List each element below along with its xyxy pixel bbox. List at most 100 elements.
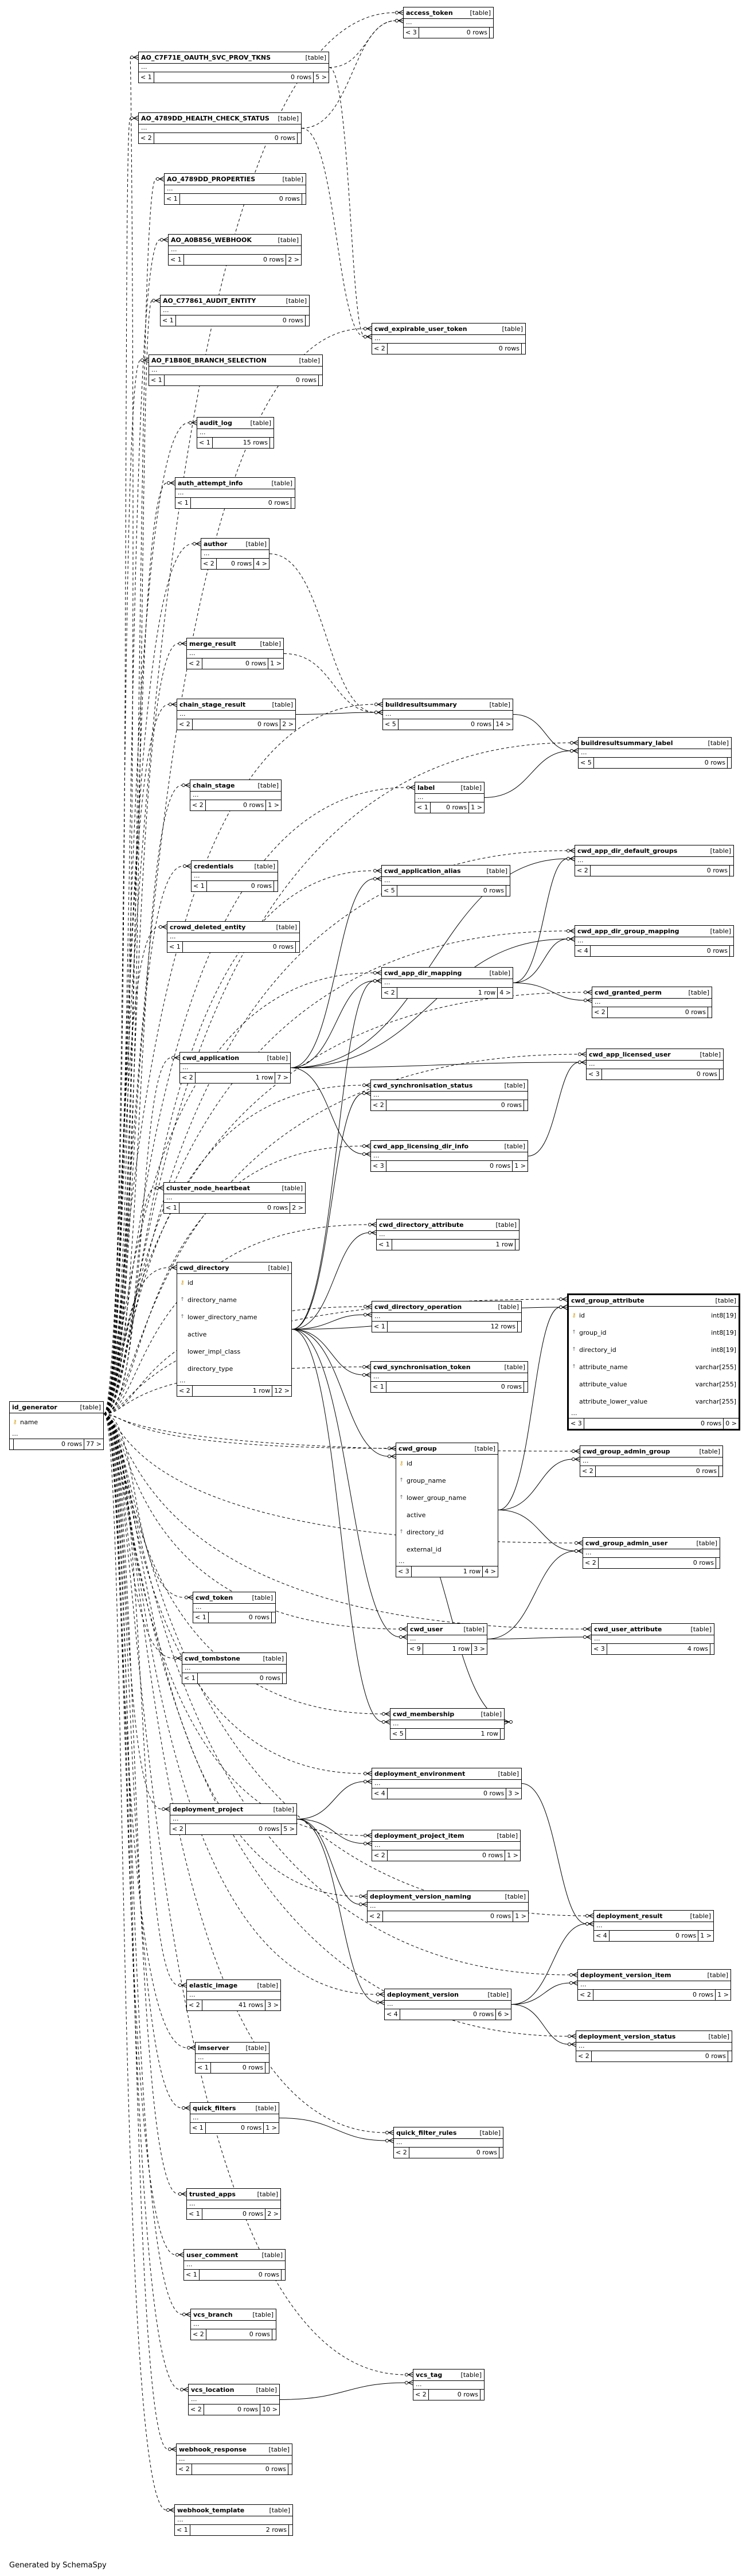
parent-count[interactable]: < 3	[404, 28, 419, 38]
parent-count[interactable]: < 2	[372, 1850, 388, 1861]
parent-count[interactable]: < 2	[187, 658, 202, 669]
child-count[interactable]: 0 >	[725, 1420, 737, 1427]
table-name[interactable]: imserver	[198, 2044, 229, 2052]
parent-count[interactable]: < 2	[170, 1824, 186, 1834]
parent-count[interactable]: < 1	[192, 881, 207, 891]
table-name[interactable]: id_generator	[12, 1404, 57, 1411]
table-cwd-group[interactable]: cwd_group[table]⚷id↑group_name↑lower_gro…	[396, 1443, 498, 1577]
table-name[interactable]: cwd_app_licensed_user	[589, 1051, 671, 1058]
table-name[interactable]: cwd_app_dir_default_groups	[577, 847, 678, 855]
table-name[interactable]: quick_filters	[193, 2105, 236, 2112]
table-name[interactable]: label	[417, 784, 435, 792]
child-count[interactable]	[515, 1240, 519, 1250]
column-row[interactable]: ·active	[399, 1506, 495, 1523]
parent-count[interactable]: < 2	[394, 2148, 409, 2158]
table-name[interactable]: cwd_user	[410, 1626, 443, 1633]
column-row[interactable]: ·directory_type	[179, 1360, 289, 1377]
child-count[interactable]: 1 >	[265, 2124, 277, 2131]
table-name[interactable]: deployment_version_item	[580, 1971, 671, 1979]
column-row[interactable]: ⚷id	[179, 1274, 289, 1291]
table-name[interactable]: vcs_branch	[193, 2311, 233, 2318]
table-name[interactable]: deployment_result	[596, 1912, 663, 1920]
parent-count[interactable]: < 1	[167, 942, 183, 952]
table-name[interactable]: buildresultsummary_label	[581, 739, 673, 747]
child-count[interactable]: 1 >	[268, 801, 279, 809]
column-row[interactable]: ⚷name	[12, 1413, 101, 1431]
parent-count[interactable]: < 2	[592, 1007, 608, 1018]
table-name[interactable]: cwd_user_attribute	[594, 1626, 662, 1633]
table-name[interactable]: deployment_version_naming	[370, 1893, 471, 1900]
child-count[interactable]	[306, 315, 309, 326]
column-row[interactable]: ·external_id	[399, 1541, 495, 1558]
parent-count[interactable]: < 2	[576, 2051, 592, 2061]
parent-count[interactable]: < 1	[371, 1382, 386, 1392]
table-name[interactable]: buildresultsummary	[385, 701, 457, 708]
table-name[interactable]: cwd_directory	[179, 1264, 229, 1272]
table-name[interactable]: webhook_response	[179, 2446, 247, 2453]
parent-count[interactable]: < 3	[569, 1418, 584, 1429]
table-name[interactable]: AO_F1B80E_BRANCH_SELECTION	[151, 357, 267, 364]
child-count[interactable]	[282, 2270, 285, 2280]
parent-count[interactable]: < 2	[580, 1466, 596, 1476]
child-count[interactable]: 4 >	[256, 560, 267, 567]
child-count[interactable]	[270, 438, 274, 448]
table-name[interactable]: cwd_group_attribute	[571, 1297, 644, 1304]
child-count[interactable]	[728, 758, 731, 768]
parent-count[interactable]: < 2	[177, 719, 193, 730]
parent-count[interactable]: < 2	[201, 559, 217, 569]
table-name[interactable]: cwd_expirable_user_token	[374, 325, 467, 333]
parent-count[interactable]: < 5	[383, 719, 399, 730]
parent-count[interactable]: < 2	[382, 988, 397, 998]
child-count[interactable]	[728, 2051, 732, 2061]
table-name[interactable]: merge_result	[189, 640, 236, 648]
parent-count[interactable]: < 3	[592, 1644, 607, 1654]
parent-count[interactable]: < 2	[180, 1073, 196, 1083]
column-row[interactable]: ↑directory_id	[399, 1523, 495, 1541]
parent-count[interactable]: < 4	[575, 946, 591, 956]
child-count[interactable]	[302, 194, 306, 204]
child-count[interactable]	[708, 1007, 712, 1018]
child-count[interactable]: 5 >	[283, 1825, 295, 1833]
child-count[interactable]	[272, 1612, 275, 1623]
table-name[interactable]: cwd_membership	[393, 1710, 455, 1718]
parent-count[interactable]: < 1	[193, 1612, 209, 1623]
parent-count[interactable]: < 2	[177, 2464, 192, 2474]
child-count[interactable]	[524, 1382, 528, 1392]
table-name[interactable]: elastic_image	[189, 1982, 238, 1989]
table-name[interactable]: trusted_apps	[189, 2191, 236, 2198]
child-count[interactable]	[490, 28, 493, 38]
parent-count[interactable]: < 1	[161, 315, 176, 326]
parent-count[interactable]: < 2	[189, 2404, 204, 2415]
child-count[interactable]	[319, 375, 322, 385]
parent-count[interactable]: < 2	[139, 133, 154, 143]
child-count[interactable]: 1 >	[717, 1991, 729, 1998]
table-name[interactable]: deployment_version	[387, 1991, 459, 1998]
child-count[interactable]: 10 >	[262, 2406, 278, 2413]
